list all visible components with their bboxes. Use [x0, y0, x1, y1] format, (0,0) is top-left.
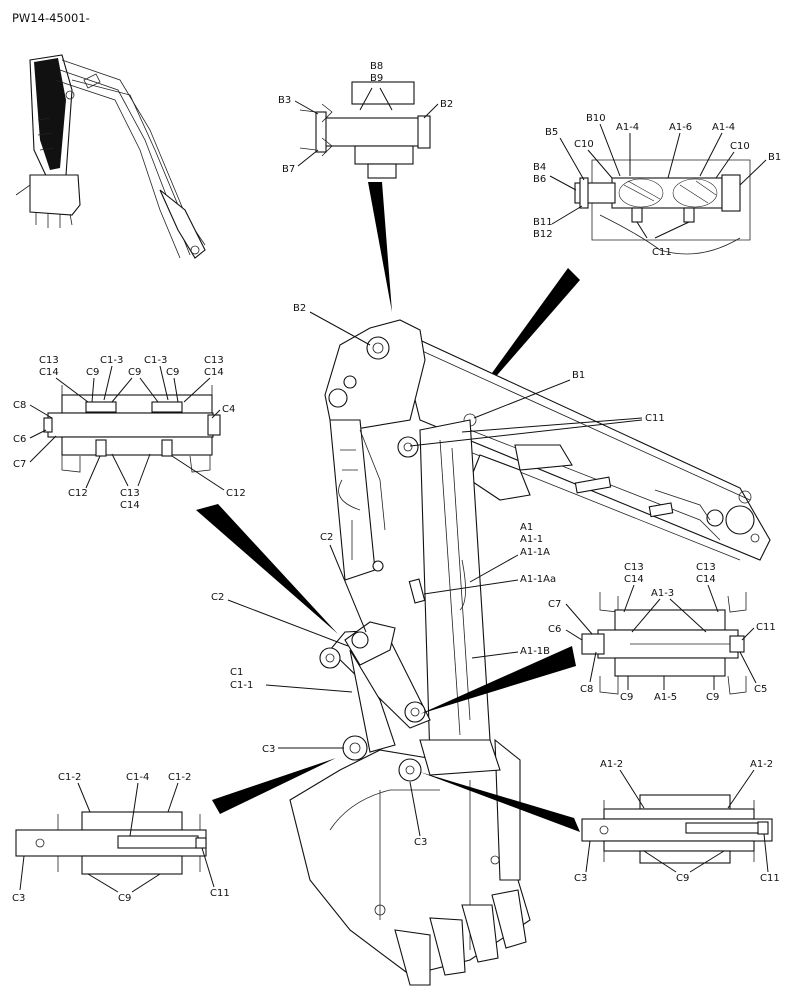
label-c3-bottom: C3: [414, 837, 427, 848]
label-b12: B12: [533, 229, 553, 240]
label-c2-a: C2: [320, 532, 333, 543]
label-c9-l3: C9: [166, 367, 179, 378]
label-b4: B4: [533, 162, 546, 173]
label-c13-l2: C13: [204, 355, 224, 366]
label-c9-r1: C9: [620, 692, 633, 703]
detail-c-pin-right: [581, 592, 747, 695]
label-c11-main: C11: [645, 413, 665, 424]
label-c13-r1: C13: [624, 562, 644, 573]
label-c14-l3: C14: [120, 500, 140, 511]
pointer-top-detail: [368, 182, 392, 312]
label-a1-6: A1-6: [669, 122, 692, 133]
label-c6-r: C6: [548, 624, 561, 635]
detail-c-pin-bottom-left: [15, 811, 207, 875]
label-c13-r2: C13: [696, 562, 716, 573]
label-c7-l: C7: [13, 459, 26, 470]
label-b5: B5: [545, 127, 558, 138]
label-c13-l3: C13: [120, 488, 140, 499]
label-c11-bl: C11: [210, 888, 230, 899]
label-c9-l2: C9: [128, 367, 141, 378]
serial-number: PW14-45001-: [12, 11, 90, 25]
label-a1-5: A1-5: [654, 692, 677, 703]
label-c9-br: C9: [676, 873, 689, 884]
label-c5-r: C5: [754, 684, 767, 695]
label-c9-r2: C9: [706, 692, 719, 703]
label-b2: B2: [440, 99, 453, 110]
label-c8-r: C8: [580, 684, 593, 695]
label-c1-3-a: C1-3: [100, 355, 123, 366]
label-c1-1: C1-1: [230, 680, 253, 691]
label-b6: B6: [533, 174, 546, 185]
label-a1: A1: [520, 522, 533, 533]
label-c9-bl: C9: [118, 893, 131, 904]
label-b1-top: B1: [768, 152, 781, 163]
label-a1-1: A1-1: [520, 534, 543, 545]
excavator-thumbnail: [15, 54, 206, 259]
detail-b-pin-top: [299, 81, 431, 179]
label-c10-b: C10: [730, 141, 750, 152]
detail-c-pin-left: [43, 385, 221, 473]
label-a1-4-b: A1-4: [712, 122, 735, 133]
label-b11: B11: [533, 217, 553, 228]
label-c12-l1: C12: [68, 488, 88, 499]
label-c11-top: C11: [652, 247, 672, 258]
label-c8-l: C8: [13, 400, 26, 411]
pointer-left-detail: [196, 504, 338, 634]
label-b8: B8: [370, 61, 383, 72]
label-a1-2-a: A1-2: [600, 759, 623, 770]
label-c11-br: C11: [760, 873, 780, 884]
label-c10-a: C10: [574, 139, 594, 150]
label-c14-l1: C14: [39, 367, 59, 378]
label-c1-3-b: C1-3: [144, 355, 167, 366]
label-c3-main: C3: [262, 744, 275, 755]
label-c1-4: C1-4: [126, 772, 149, 783]
label-c14-l2: C14: [204, 367, 224, 378]
label-c3-br: C3: [574, 873, 587, 884]
label-b3: B3: [278, 95, 291, 106]
pointer-bottom-left-detail: [212, 758, 336, 814]
label-a1-1b: A1-1B: [520, 646, 550, 657]
arm-assembly: [289, 319, 771, 986]
pointer-bottom-right-detail: [420, 772, 580, 832]
label-b9: B9: [370, 73, 383, 84]
label-c1: C1: [230, 667, 243, 678]
pointer-right-detail-2: [420, 646, 576, 714]
label-a1-1a: A1-1A: [520, 547, 550, 558]
label-c13-l1: C13: [39, 355, 59, 366]
label-c14-r1: C14: [624, 574, 644, 585]
label-b7: B7: [282, 164, 295, 175]
label-a1-4-a: A1-4: [616, 122, 639, 133]
label-c3-bl: C3: [12, 893, 25, 904]
label-c14-r2: C14: [696, 574, 716, 585]
label-c12-l2: C12: [226, 488, 246, 499]
label-b2-main: B2: [293, 303, 306, 314]
label-c7-r: C7: [548, 599, 561, 610]
label-b1-main: B1: [572, 370, 585, 381]
label-c9-l1: C9: [86, 367, 99, 378]
label-c1-2-b: C1-2: [168, 772, 191, 783]
detail-b-pin-right: [574, 159, 751, 255]
label-c2-b: C2: [211, 592, 224, 603]
label-b10: B10: [586, 113, 606, 124]
label-c11-r: C11: [756, 622, 776, 633]
label-a1-2-b: A1-2: [750, 759, 773, 770]
label-c4-l: C4: [222, 404, 235, 415]
label-a1-1aa: A1-1Aa: [520, 574, 556, 585]
label-c6-l: C6: [13, 434, 26, 445]
detail-c-pin-bottom-right: [581, 794, 773, 864]
label-a1-3: A1-3: [651, 588, 674, 599]
label-c1-2-a: C1-2: [58, 772, 81, 783]
